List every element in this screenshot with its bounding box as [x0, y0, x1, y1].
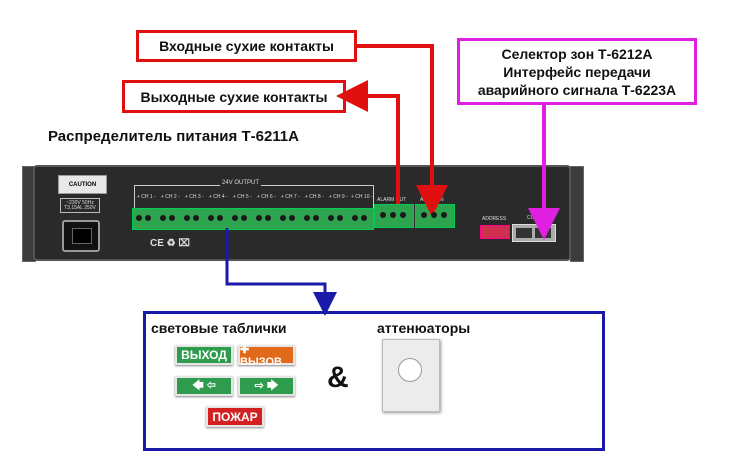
output-contacts-label: Выходные сухие контакты [122, 80, 346, 113]
connected-devices-box [143, 311, 605, 451]
call-sign: ✚ ВЫЗОВ [238, 344, 295, 368]
channel-label: + CH 9 - [329, 194, 348, 200]
output-terminal-block [132, 208, 374, 230]
alarm-out-label: ALARM OUT [377, 197, 407, 203]
output-contacts-line [336, 80, 400, 204]
selector-line-3: аварийного сигнала Т-6223А [477, 81, 677, 98]
channel-label: + CH 3 - [185, 194, 204, 200]
device-title: Распределитель питания Т-6211А [48, 128, 299, 145]
certification-marks: CE ♻ ⌧ [150, 238, 190, 249]
exit-sign: ВЫХОД [175, 345, 233, 365]
caution-label: CAUTION [58, 175, 107, 194]
selector-line-1: Селектор зон Т-6212А [501, 45, 653, 62]
address-label: ADDRESS [482, 216, 507, 222]
power-socket-icon [62, 220, 100, 252]
terminal-screws-svg [136, 212, 447, 221]
channel-label: + CH 8 - [305, 194, 324, 200]
exit-right-sign: ⇨ 🡆 [238, 376, 295, 396]
attenuator-knob-icon [398, 358, 422, 382]
selector-line-2: Интерфейс передачи [503, 63, 651, 80]
input-contacts-line [357, 44, 448, 217]
ampersand: & [327, 361, 349, 394]
input-contacts-label: Входные сухие контакты [136, 30, 357, 62]
light-signs-title: световые таблички [151, 320, 287, 336]
output-24v-label: 24V OUTPUT [220, 180, 262, 186]
channel-label: + CH 1 - [137, 194, 156, 200]
selector-label: Селектор зон Т-6212А Интерфейс передачи … [457, 38, 697, 105]
fuse-label: ~230V 50Hz T3.15AL 250V [60, 198, 100, 213]
address-dip-switch [480, 225, 510, 239]
outputs-to-devices-line [225, 228, 337, 316]
channel-label: + CH 5 - [233, 194, 252, 200]
channel-label: + CH 4 - [209, 194, 228, 200]
exit-left-sign: 🡄 ⇦ [175, 376, 233, 396]
attenuators-title: аттенюаторы [377, 320, 471, 336]
fire-sign: ПОЖАР [206, 406, 264, 427]
channel-label: + CH 10 - [351, 194, 373, 200]
channel-label: + CH 6 - [257, 194, 276, 200]
channel-label: + CH 7 - [281, 194, 300, 200]
channel-label: + CH 2 - [161, 194, 180, 200]
